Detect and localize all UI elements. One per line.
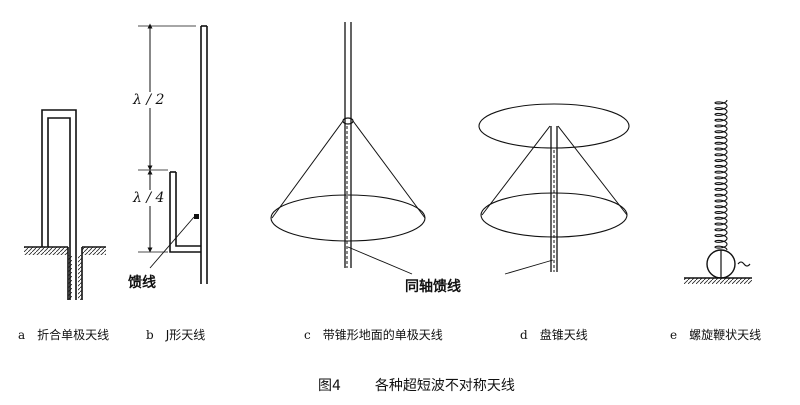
half-wavelength-label: λ / 2 xyxy=(132,92,166,108)
coax-feed-label: 同轴馈线 xyxy=(405,279,461,295)
figure-number: 图4 xyxy=(318,378,341,394)
quarter-wavelength-label: λ / 4 xyxy=(132,190,166,206)
discone-antenna xyxy=(478,103,630,272)
folded-monopole-antenna xyxy=(24,109,106,300)
feed-line-label: 馈线 xyxy=(128,275,156,291)
figure-caption: 图4 各种超短波不对称天线 xyxy=(318,375,515,395)
conical-ground-monopole xyxy=(270,22,426,268)
coax-feed-leaders xyxy=(347,246,554,275)
j-antenna xyxy=(138,23,208,284)
helical-whip-antenna xyxy=(684,99,752,284)
figure-title: 各种超短波不对称天线 xyxy=(374,378,515,394)
